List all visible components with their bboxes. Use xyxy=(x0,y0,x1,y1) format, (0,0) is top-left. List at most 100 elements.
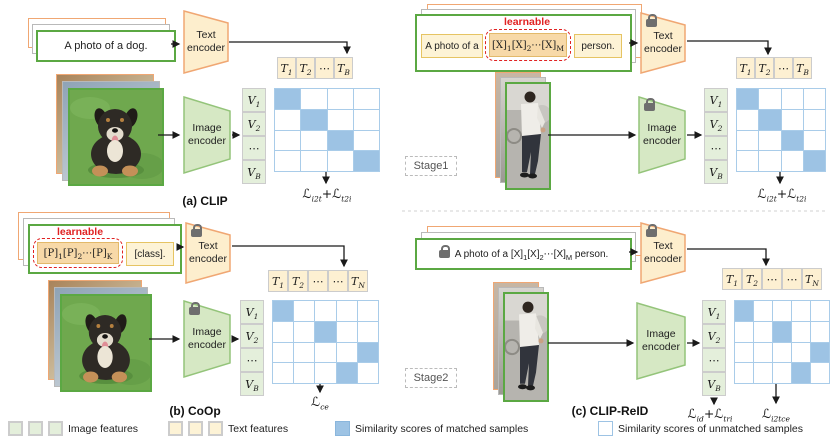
stage1-image-encoder: Image encoder xyxy=(638,95,686,175)
matrix-cell-unmatched xyxy=(754,301,772,321)
matrix-cell-unmatched xyxy=(275,109,301,130)
matrix-cell-matched xyxy=(275,89,301,109)
matrix-cell-unmatched xyxy=(754,342,772,363)
image-feature-swatch xyxy=(8,421,23,436)
stage1-image-features-col: V1 V2 ⋯ VB xyxy=(704,88,728,184)
matrix-cell-unmatched xyxy=(353,109,379,130)
text-encoder-label: Text encoder xyxy=(187,29,225,54)
image-feature-cell: V1 xyxy=(704,88,728,112)
coop-text-features-row: T1 T2 ⋯ ⋯ TN xyxy=(268,270,368,292)
stage1-prefix-text: A photo of a xyxy=(425,40,479,52)
text-feature-cell: ⋯ xyxy=(762,268,782,290)
unmatched-swatch xyxy=(598,421,613,436)
stage1-learnable-label: learnable xyxy=(503,16,551,28)
matrix-cell-matched xyxy=(781,130,803,151)
matrix-cell-matched xyxy=(301,109,327,130)
matrix-cell-unmatched xyxy=(327,89,353,109)
image-feature-cell: ⋯ xyxy=(704,136,728,160)
stage2-image-encoder: Image encoder xyxy=(636,302,686,380)
coop-class-token: [class]. xyxy=(126,242,174,266)
matrix-cell-unmatched xyxy=(275,151,301,171)
matrix-cell-matched xyxy=(315,321,336,342)
image-feature-cell: VB xyxy=(704,160,728,184)
matrix-cell-unmatched xyxy=(773,342,791,363)
text-feature-cell: T2 xyxy=(288,270,308,292)
matrix-cell-unmatched xyxy=(803,130,825,151)
text-feature-cell: T1 xyxy=(722,268,742,290)
image-feature-cell: VB xyxy=(702,372,726,396)
text-feature-cell: TN xyxy=(348,270,368,292)
matrix-cell-unmatched xyxy=(803,109,825,130)
image-feature-swatch xyxy=(28,421,43,436)
text-encoder-label: Text encoder xyxy=(644,240,682,265)
text-feature-cell: ⋯ xyxy=(774,57,793,79)
image-encoder-shape xyxy=(638,95,686,175)
clip-image-encoder: Image encoder xyxy=(183,95,231,175)
matrix-cell-unmatched xyxy=(811,363,829,383)
stage1-suffix-text: person. xyxy=(581,40,615,52)
stage2-feature-loss: ℒid + ℒtri xyxy=(687,406,733,424)
matrix-cell-unmatched xyxy=(754,363,772,383)
matrix-cell-unmatched xyxy=(301,151,327,171)
matrix-cell-unmatched xyxy=(773,301,791,321)
matrix-cell-unmatched xyxy=(357,363,378,383)
text-feature-cell: T1 xyxy=(736,57,755,79)
matrix-cell-unmatched xyxy=(781,151,803,171)
matrix-cell-unmatched xyxy=(336,301,357,321)
matrix-cell-unmatched xyxy=(273,363,294,383)
lock-icon xyxy=(646,14,657,27)
stage2-text-encoder: Text encoder xyxy=(640,222,686,284)
caption-clip-reid: (c) CLIP-ReID xyxy=(571,404,649,418)
stage2-image-features-col: V1 V2 ⋯ VB xyxy=(702,300,726,396)
legend-text-features: Text features xyxy=(168,421,288,436)
image-feature-cell: ⋯ xyxy=(702,348,726,372)
legend-label: Similarity scores of matched samples xyxy=(355,422,529,435)
text-encoder-shape xyxy=(185,222,231,284)
image-feature-cell: V2 xyxy=(240,324,264,348)
coop-similarity-matrix xyxy=(272,300,379,384)
text-feature-cell: T1 xyxy=(268,270,288,292)
image-feature-cell: VB xyxy=(240,372,264,396)
matrix-cell-unmatched xyxy=(357,321,378,342)
matrix-cell-matched xyxy=(737,89,759,109)
coop-image-encoder: Image encoder xyxy=(183,299,231,379)
matrix-cell-matched xyxy=(327,130,353,151)
stage1-similarity-matrix xyxy=(736,88,826,172)
image-encoder-shape xyxy=(183,95,231,175)
image-encoder-label: Image encoder xyxy=(188,122,226,147)
matrix-cell-unmatched xyxy=(792,321,810,342)
image-feature-swatch xyxy=(48,421,63,436)
matrix-cell-matched xyxy=(811,342,829,363)
stage2-prompt-text: A photo of a [X]1[X]2⋯[X]M person. xyxy=(454,248,609,262)
coop-loss: ℒce xyxy=(311,394,329,412)
matrix-cell-unmatched xyxy=(735,363,753,383)
matrix-cell-matched xyxy=(336,363,357,383)
lock-icon xyxy=(644,98,655,111)
matrix-cell-unmatched xyxy=(811,321,829,342)
image-feature-cell: V2 xyxy=(242,112,266,136)
coop-prompt-tokens: [P]1[P]2⋯[P]K xyxy=(37,242,119,264)
image-feature-cell: V2 xyxy=(702,324,726,348)
legend-label: Similarity scores of unmatched samples xyxy=(618,422,803,435)
person-photo xyxy=(503,292,549,402)
matrix-cell-matched xyxy=(803,151,825,171)
text-feature-cell: T2 xyxy=(296,57,315,79)
coop-text-encoder: Text encoder xyxy=(185,222,231,284)
clip-prompt-text: A photo of a dog. xyxy=(64,40,148,52)
stage2-similarity-matrix xyxy=(734,300,830,384)
matrix-cell-unmatched xyxy=(336,321,357,342)
matrix-cell-unmatched xyxy=(294,321,315,342)
text-encoder-shape xyxy=(640,222,686,284)
stage2-text-features-row: T1 T2 ⋯ ⋯ TN xyxy=(722,268,822,290)
image-feature-cell: ⋯ xyxy=(240,348,264,372)
matrix-cell-unmatched xyxy=(294,342,315,363)
text-feature-cell: ⋯ xyxy=(782,268,802,290)
matrix-cell-matched xyxy=(273,301,294,321)
text-feature-cell: T2 xyxy=(755,57,774,79)
image-encoder-label: Image encoder xyxy=(188,326,226,351)
matched-swatch xyxy=(335,421,350,436)
matrix-cell-unmatched xyxy=(275,130,301,151)
stage2-matrix-loss: ℒi2tce xyxy=(762,406,790,424)
matrix-cell-unmatched xyxy=(353,89,379,109)
